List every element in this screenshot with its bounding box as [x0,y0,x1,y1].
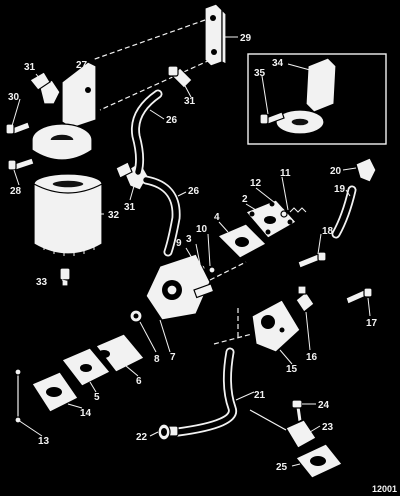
callout-34: 34 [272,58,284,69]
callout-2: 2 [242,194,248,205]
retaining-clip [14,368,22,424]
callout-29: 29 [240,33,252,44]
callout-11: 11 [280,168,291,179]
elbow-fitting-right [355,157,377,183]
screw-28 [7,157,35,171]
callout-31-b: 31 [184,96,196,107]
callout-20: 20 [330,166,342,177]
fuel-hose-right [331,185,357,239]
callout-35: 35 [254,68,266,79]
callout-15: 15 [286,364,298,375]
callout-21: 21 [254,390,266,401]
fuel-pump-body [145,253,215,321]
valve-spring [280,207,307,218]
fuel-hose-bottom [167,347,237,437]
filter-head [31,61,97,161]
callout-3: 3 [186,234,192,245]
sensor-gasket [295,443,343,479]
fuel-filter-canister [33,173,103,256]
callout-33: 33 [36,277,48,288]
callout-26-b: 26 [188,186,200,197]
callout-30: 30 [8,92,20,103]
screw-17 [345,287,373,305]
drain-plug [59,267,71,287]
callout-22: 22 [136,432,148,443]
callout-17: 17 [366,318,378,329]
fuel-hose-upper [130,89,163,177]
callout-9: 9 [176,238,182,249]
fitting-16 [295,285,315,313]
callout-7: 7 [170,352,176,363]
callout-27: 27 [76,60,88,71]
callout-18: 18 [322,226,334,237]
callout-5: 5 [94,392,100,403]
end-cover [31,371,79,413]
callout-13: 13 [38,436,50,447]
callout-19: 19 [334,184,346,195]
callout-8: 8 [154,354,160,365]
diaphragm-stack [61,309,145,387]
fuel-sensor [249,399,317,449]
alignment-lines [209,261,253,345]
callout-12: 12 [250,178,262,189]
callout-31-c: 31 [124,202,136,213]
callout-4: 4 [214,212,220,223]
callout-labels: 29 27 31 30 26 31 28 31 32 26 33 34 35 2… [8,33,397,494]
inset-detail-box [247,53,387,145]
bolt-31-upper [167,65,193,89]
mounting-bracket [91,3,227,111]
callout-14: 14 [80,408,92,419]
callout-16: 16 [306,352,318,363]
callout-23: 23 [322,422,334,433]
fuel-hose-lower [141,175,181,257]
hose-clamp [157,423,171,441]
screw-18 [297,251,327,269]
screw-30 [5,121,31,135]
pump-base [251,299,301,353]
diagram-code: 12001 [372,484,397,494]
callout-10: 10 [196,224,208,235]
pump-gasket-4 [216,223,267,259]
elbow-fitting-upper [29,71,61,105]
callout-6: 6 [136,376,142,387]
callout-26-a: 26 [166,115,178,126]
callout-32: 32 [108,210,120,221]
leader-lines [11,36,371,467]
callout-25: 25 [276,462,288,473]
callout-31-a: 31 [24,62,36,73]
callout-24: 24 [318,400,330,411]
callout-28: 28 [10,186,22,197]
